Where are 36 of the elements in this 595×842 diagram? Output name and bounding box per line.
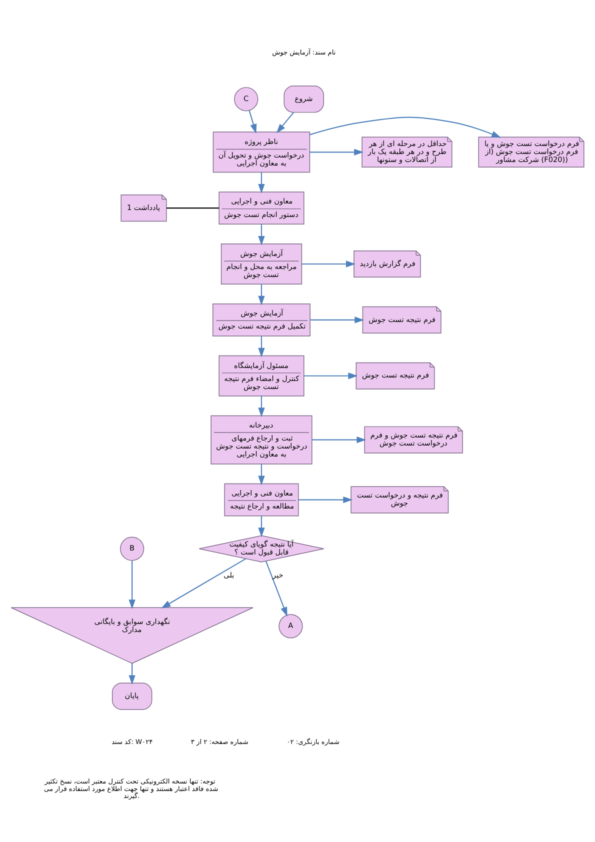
node-diamond: آیا نتیجه گویای کیفیت قابل قبول است ؟ (198, 534, 324, 562)
arrow (310, 148, 364, 155)
arrow (304, 372, 358, 379)
edge-label: بلی (224, 570, 234, 579)
arrow (298, 496, 353, 503)
connector (166, 207, 220, 208)
node-box: معاون فنی و اجرایی مطالعه و ارجاع نتیجه (224, 482, 299, 516)
node-circle: A (278, 614, 303, 638)
arrow (258, 284, 265, 305)
node-box: پایان (112, 682, 152, 710)
node-box: مسئول آزمایشگاه کنترل و امضاء فرم نتیجه تست جوش (218, 354, 304, 396)
arrow (310, 316, 364, 323)
node-box: آزمایش جوش تکمیل فرم نتیجه تست جوش (212, 303, 310, 336)
node-circle: B (120, 536, 144, 560)
arrow (161, 558, 246, 608)
arrow (310, 116, 502, 138)
arrow (128, 662, 136, 684)
node-box: شروع (284, 85, 324, 112)
arrow (128, 560, 136, 609)
arrow (258, 224, 265, 246)
node-box: معاون فنی و اجرایی دستور انجام تست جوش (218, 191, 304, 224)
node-box: آزمایش جوش مراجعه به محل و انجام تست جوش (220, 243, 302, 284)
edge-label: خیر (272, 570, 284, 579)
arrow (248, 110, 257, 134)
arrow (302, 260, 356, 267)
node-circle: C (234, 86, 258, 111)
arrow (258, 396, 265, 417)
arrow (258, 336, 265, 357)
node-box: ناظر پروژه درخواست جوش و تحویل آن به معاون اجرایی (212, 131, 310, 172)
arrow (265, 560, 288, 616)
arrow (258, 172, 265, 193)
arrow (258, 464, 265, 485)
arrow (258, 516, 265, 537)
arrow (312, 436, 366, 443)
node-box: دبیرخانه ثبت و ارجاع فرمهای درخواست و نتیجه تست جوش به معاون اجرایی (210, 414, 312, 464)
arrow (276, 112, 294, 133)
